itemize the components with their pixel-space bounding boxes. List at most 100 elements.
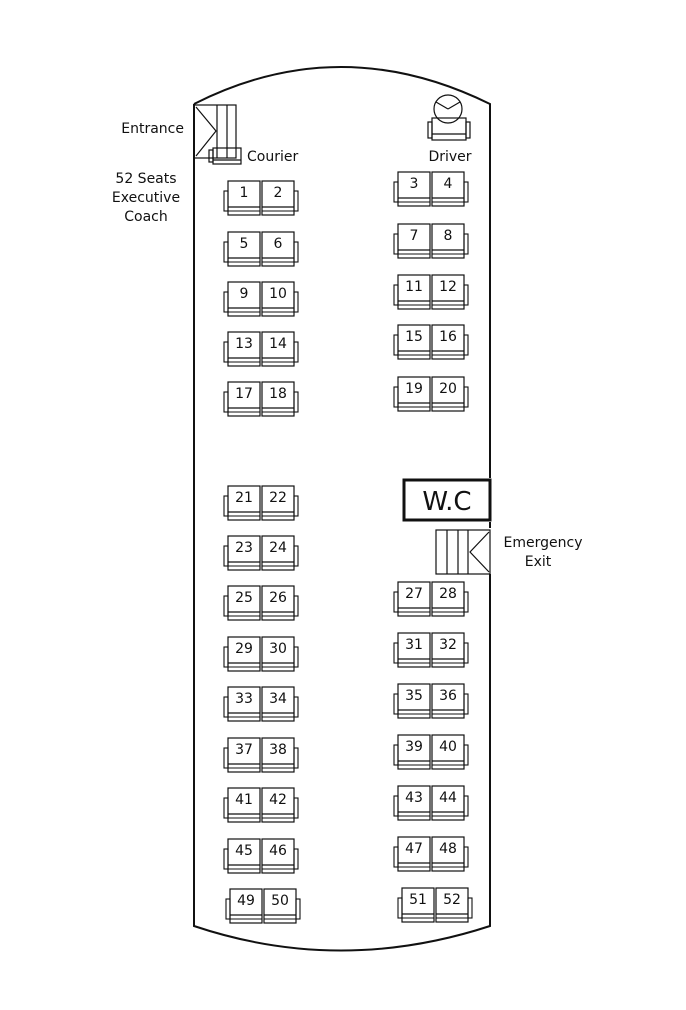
seat-23[interactable]: 23 [227, 535, 261, 571]
seat-number: 5 [240, 236, 249, 252]
seat-number: 11 [405, 279, 423, 295]
seat-16[interactable]: 16 [431, 324, 465, 360]
armrest-right [293, 391, 299, 413]
armrest-right [463, 591, 469, 613]
seat-24[interactable]: 24 [261, 535, 295, 571]
seat-17[interactable]: 17 [227, 381, 261, 417]
seat-number: 52 [443, 892, 461, 908]
seat-1[interactable]: 1 [227, 180, 261, 216]
seat-number: 27 [405, 586, 423, 602]
seat-4[interactable]: 4 [431, 171, 465, 207]
seat-27[interactable]: 27 [397, 581, 431, 617]
seat-26[interactable]: 26 [261, 585, 295, 621]
seat-number: 48 [439, 841, 457, 857]
seat-number: 32 [439, 637, 457, 653]
armrest-left [393, 233, 399, 255]
seat-number: 9 [240, 286, 249, 302]
seat-number: 17 [235, 386, 253, 402]
seat-48[interactable]: 48 [431, 836, 465, 872]
seats-title-line-3: Coach [124, 209, 168, 225]
armrest-right [293, 646, 299, 668]
seat-44[interactable]: 44 [431, 785, 465, 821]
seat-14[interactable]: 14 [261, 331, 295, 367]
seat-38[interactable]: 38 [261, 737, 295, 773]
seat-2[interactable]: 2 [261, 180, 295, 216]
seat-39[interactable]: 39 [397, 734, 431, 770]
armrest-left [393, 334, 399, 356]
seat-45[interactable]: 45 [227, 838, 261, 874]
seat-40[interactable]: 40 [431, 734, 465, 770]
seat-number: 7 [410, 228, 419, 244]
seat-47[interactable]: 47 [397, 836, 431, 872]
seat-number: 15 [405, 329, 423, 345]
seat-30[interactable]: 30 [261, 636, 295, 672]
seat-6[interactable]: 6 [261, 231, 295, 267]
seat-21[interactable]: 21 [227, 485, 261, 521]
armrest-left [223, 747, 229, 769]
seat-number: 22 [269, 490, 287, 506]
seat-32[interactable]: 32 [431, 632, 465, 668]
armrest-right [293, 595, 299, 617]
seat-11[interactable]: 11 [397, 274, 431, 310]
seat-52[interactable]: 52 [435, 887, 469, 923]
seat-18[interactable]: 18 [261, 381, 295, 417]
seat-34[interactable]: 34 [261, 686, 295, 722]
seat-25[interactable]: 25 [227, 585, 261, 621]
seat-37[interactable]: 37 [227, 737, 261, 773]
seat-31[interactable]: 31 [397, 632, 431, 668]
seat-29[interactable]: 29 [227, 636, 261, 672]
seat-28[interactable]: 28 [431, 581, 465, 617]
seat-19[interactable]: 19 [397, 376, 431, 412]
seat-number: 6 [274, 236, 283, 252]
seat-number: 3 [410, 176, 419, 192]
seat-number: 13 [235, 336, 253, 352]
seat-7[interactable]: 7 [397, 223, 431, 259]
seat-42[interactable]: 42 [261, 787, 295, 823]
seat-number: 34 [269, 691, 287, 707]
armrest-right [293, 190, 299, 212]
entrance-label: Entrance [121, 121, 184, 137]
armrest-left [223, 190, 229, 212]
seat-13[interactable]: 13 [227, 331, 261, 367]
seat-43[interactable]: 43 [397, 785, 431, 821]
armrest-left [223, 696, 229, 718]
wc-room: W.C [402, 478, 492, 522]
seat-number: 8 [444, 228, 453, 244]
seat-number: 28 [439, 586, 457, 602]
seat-51[interactable]: 51 [401, 887, 435, 923]
armrest-left [393, 693, 399, 715]
emergency-exit-label-1: Emergency [504, 535, 583, 551]
seat-8[interactable]: 8 [431, 223, 465, 259]
seat-15[interactable]: 15 [397, 324, 431, 360]
armrest-left [223, 797, 229, 819]
seat-22[interactable]: 22 [261, 485, 295, 521]
seat-5[interactable]: 5 [227, 231, 261, 267]
seat-9[interactable]: 9 [227, 281, 261, 317]
seat-46[interactable]: 46 [261, 838, 295, 874]
seat-number: 2 [274, 185, 283, 201]
seat-3[interactable]: 3 [397, 171, 431, 207]
armrest-left [393, 846, 399, 868]
armrest-right [293, 495, 299, 517]
armrest-right [463, 233, 469, 255]
seat-number: 41 [235, 792, 253, 808]
courier-label: Courier [247, 149, 298, 165]
armrest-left [223, 291, 229, 313]
seat-number: 23 [235, 540, 253, 556]
seats-title-line-1: 52 Seats [115, 171, 176, 187]
armrest-right [463, 386, 469, 408]
seat-36[interactable]: 36 [431, 683, 465, 719]
seat-41[interactable]: 41 [227, 787, 261, 823]
seat-number: 31 [405, 637, 423, 653]
armrest-left [393, 795, 399, 817]
seat-35[interactable]: 35 [397, 683, 431, 719]
seat-49[interactable]: 49 [229, 888, 263, 924]
seat-50[interactable]: 50 [263, 888, 297, 924]
seat-20[interactable]: 20 [431, 376, 465, 412]
seat-number: 39 [405, 739, 423, 755]
seat-10[interactable]: 10 [261, 281, 295, 317]
emergency-exit-label-2: Exit [525, 554, 552, 570]
seat-12[interactable]: 12 [431, 274, 465, 310]
seat-33[interactable]: 33 [227, 686, 261, 722]
seat-number: 37 [235, 742, 253, 758]
